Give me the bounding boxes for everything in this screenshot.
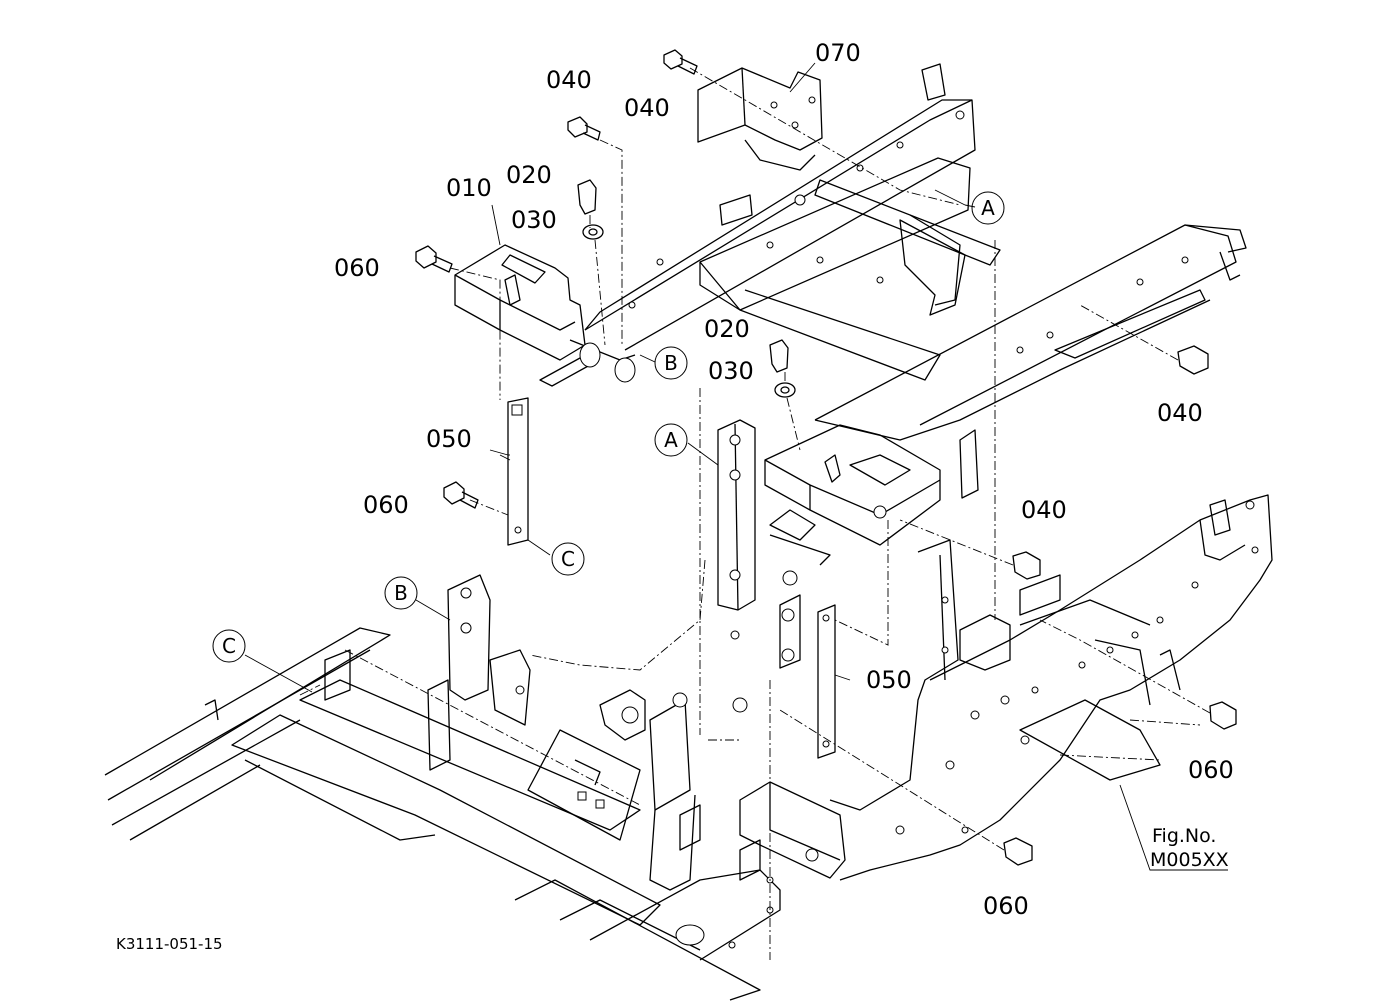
bolt-040-right	[1177, 345, 1209, 375]
bolt-040-mid	[1012, 551, 1041, 580]
fig-no-label: Fig.No.	[1152, 825, 1216, 847]
ref-b-top: B	[654, 346, 688, 380]
fig-number: M005XX	[1150, 849, 1229, 871]
callout-040-top: 040	[624, 94, 670, 122]
svg-text:C: C	[222, 634, 236, 658]
ref-b-low: B	[384, 576, 418, 610]
svg-text:A: A	[981, 196, 995, 220]
callout-010: 010	[446, 174, 492, 202]
bolts	[415, 49, 1237, 866]
ref-a-top: A	[971, 191, 1005, 225]
drawing-code: K3111-051-15	[116, 935, 223, 953]
callout-020-left: 020	[506, 161, 552, 189]
svg-text:B: B	[394, 581, 408, 605]
bracket-mid	[764, 424, 941, 546]
strap-050-left	[507, 397, 529, 546]
callout-040-mid: 040	[1021, 496, 1067, 524]
bolt-060-left-mid	[443, 481, 479, 509]
ref-c-mid: C	[551, 542, 585, 576]
reference-markers: A B A C B C	[212, 191, 1005, 663]
ref-a-mid: A	[654, 423, 688, 457]
callout-060-right: 060	[1188, 756, 1234, 784]
figure-labels: Fig.No. M005XX K3111-051-15	[116, 825, 1229, 953]
vertical-channel	[717, 419, 831, 713]
assembly-lines	[299, 67, 1211, 960]
bolt-060-left-top	[415, 245, 453, 273]
washer-030-left	[582, 224, 604, 240]
callout-030-left: 030	[511, 206, 557, 234]
upper-frame	[584, 63, 1247, 499]
callout-040-right: 040	[1157, 399, 1203, 427]
bolt-040-top	[663, 49, 698, 75]
callout-060-left-top: 060	[334, 254, 380, 282]
bolt-020-left	[577, 179, 597, 215]
callout-030-mid: 030	[708, 357, 754, 385]
ref-c-low: C	[212, 629, 246, 663]
callout-020-mid: 020	[704, 315, 750, 343]
washer-030-mid	[774, 382, 796, 398]
lower-chassis	[104, 494, 1273, 1001]
callout-040-upper: 040	[546, 66, 592, 94]
callout-050-left: 050	[426, 425, 472, 453]
bolt-060-right	[1209, 701, 1237, 730]
bolt-040-top-left	[567, 116, 601, 141]
callout-070: 070	[815, 39, 861, 67]
callout-060-left-mid: 060	[363, 491, 409, 519]
svg-text:C: C	[561, 547, 575, 571]
svg-text:B: B	[664, 351, 678, 375]
bolt-020-mid	[769, 339, 789, 373]
bolt-060-bottom	[1003, 837, 1033, 866]
callout-050-mid: 050	[866, 666, 912, 694]
callout-labels: 040 040 070 020 030 010 060 020 030 050 …	[334, 39, 1234, 920]
callout-060-bottom: 060	[983, 892, 1029, 920]
leader-lines	[244, 62, 1228, 871]
svg-text:A: A	[664, 428, 678, 452]
strap-050-mid	[817, 604, 836, 759]
